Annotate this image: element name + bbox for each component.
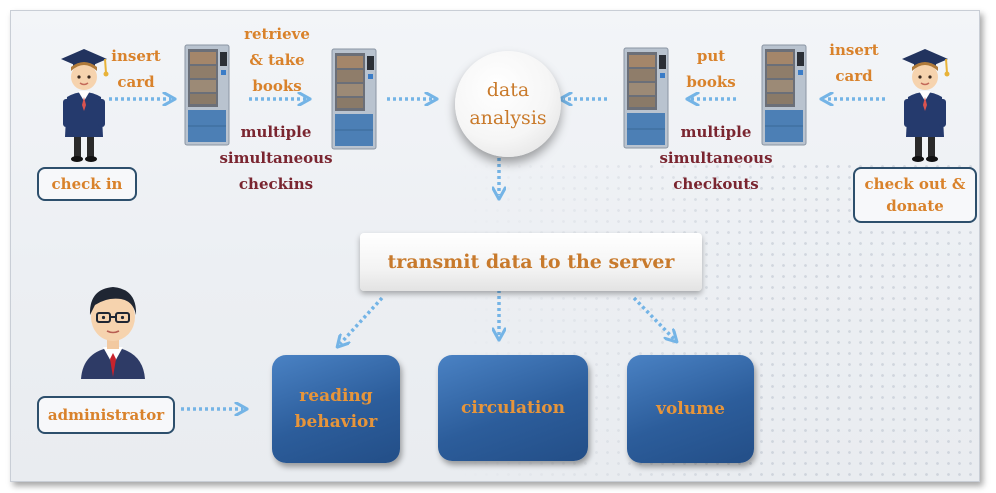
transmit-to-server-banner: transmit data to the server [360,233,702,291]
administrator-icon [81,287,145,379]
volume-box: volume [627,355,754,463]
arrow-server-to-reading [340,296,384,344]
circulation-box: circulation [438,355,588,461]
book-kiosk-icon [184,44,230,146]
arrow-server-to-volume [632,296,674,339]
book-kiosk-icon [761,44,807,146]
book-kiosk-icon [623,47,669,149]
book-kiosk-icon [331,48,377,150]
flow-arrows [109,11,885,481]
administrator-box: administrator [37,396,175,434]
graduate-student-icon [61,49,109,162]
graduate-student-icon [902,49,950,162]
check-out-donate-box: check out &donate [853,167,977,223]
check-in-box: check in [37,167,137,201]
